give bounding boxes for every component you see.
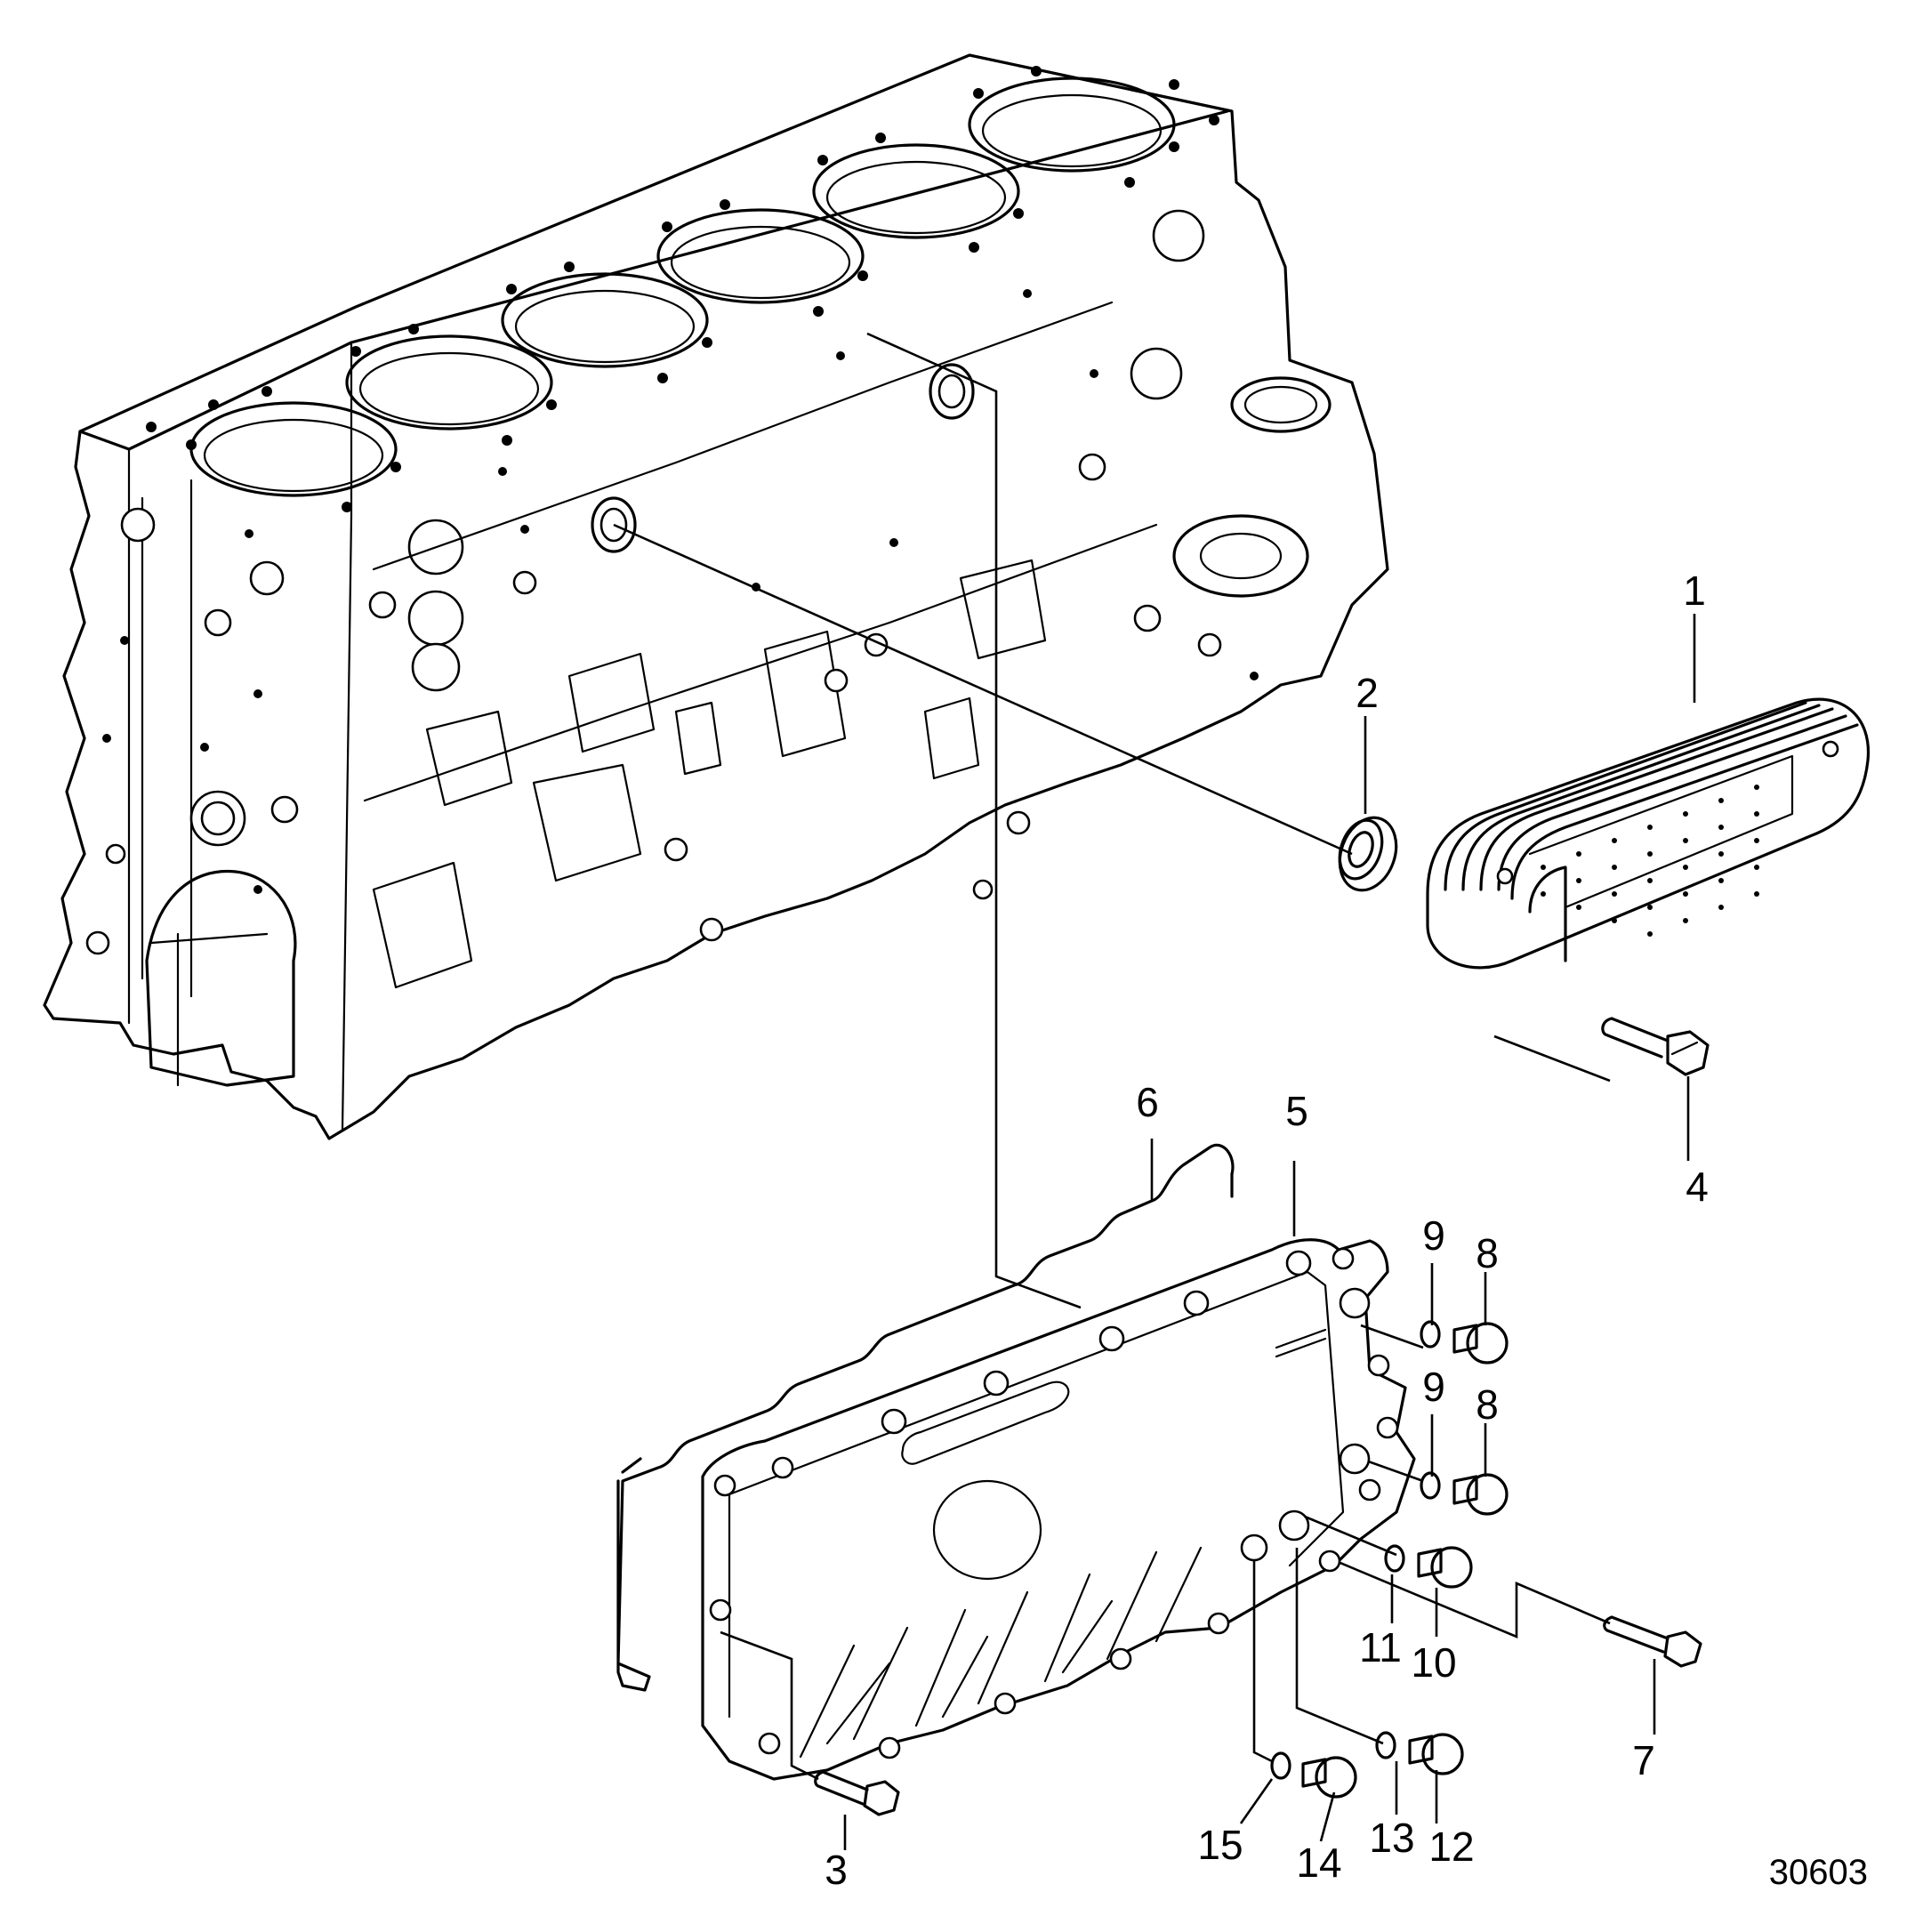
oil-cooler-perforations	[1541, 785, 1759, 937]
callout-14: 14	[1296, 1839, 1341, 1886]
cover-bolt-7	[1603, 1615, 1702, 1668]
callout-8a: 8	[1476, 1230, 1499, 1276]
callout-numbers: 1 2 3 4 5 6 7 8 8 9 9 10 11 12 13 14 15	[825, 568, 1709, 1893]
cooler-bolt	[1601, 1017, 1710, 1076]
seal-ring	[1338, 816, 1398, 892]
block-front-end	[85, 479, 299, 1087]
cylinder-bores	[189, 76, 1176, 497]
callout-8b: 8	[1476, 1381, 1499, 1428]
callout-15: 15	[1197, 1822, 1243, 1868]
oil-cooler	[1426, 697, 1871, 970]
engine-block	[43, 53, 1389, 1140]
callout-10: 10	[1411, 1639, 1456, 1686]
callout-9a: 9	[1422, 1212, 1445, 1259]
callout-6: 6	[1136, 1079, 1159, 1125]
oil-cover-plate	[701, 1238, 1416, 1781]
gasket	[616, 1143, 1235, 1692]
callout-2: 2	[1356, 670, 1379, 716]
drain-plugs-and-washers	[1270, 1320, 1509, 1799]
cover-bolt-3	[814, 1770, 900, 1816]
callout-4: 4	[1686, 1163, 1709, 1210]
callout-12: 12	[1428, 1823, 1474, 1870]
callout-1: 1	[1683, 568, 1706, 614]
block-oil-ports	[591, 363, 975, 553]
callout-leaders	[843, 614, 1696, 1850]
callout-7: 7	[1632, 1737, 1655, 1783]
cover-plate-bosses	[709, 1247, 1399, 1759]
callout-11: 11	[1359, 1624, 1402, 1670]
deck-bolt-holes	[146, 66, 1219, 512]
block-side-features	[363, 209, 1332, 989]
callout-5: 5	[1285, 1088, 1308, 1134]
callout-9b: 9	[1422, 1364, 1445, 1410]
callout-13: 13	[1369, 1815, 1414, 1861]
figure-number: 30603	[1769, 1853, 1868, 1892]
callout-3: 3	[825, 1847, 848, 1893]
assembly-leader-lines	[613, 332, 1611, 1781]
